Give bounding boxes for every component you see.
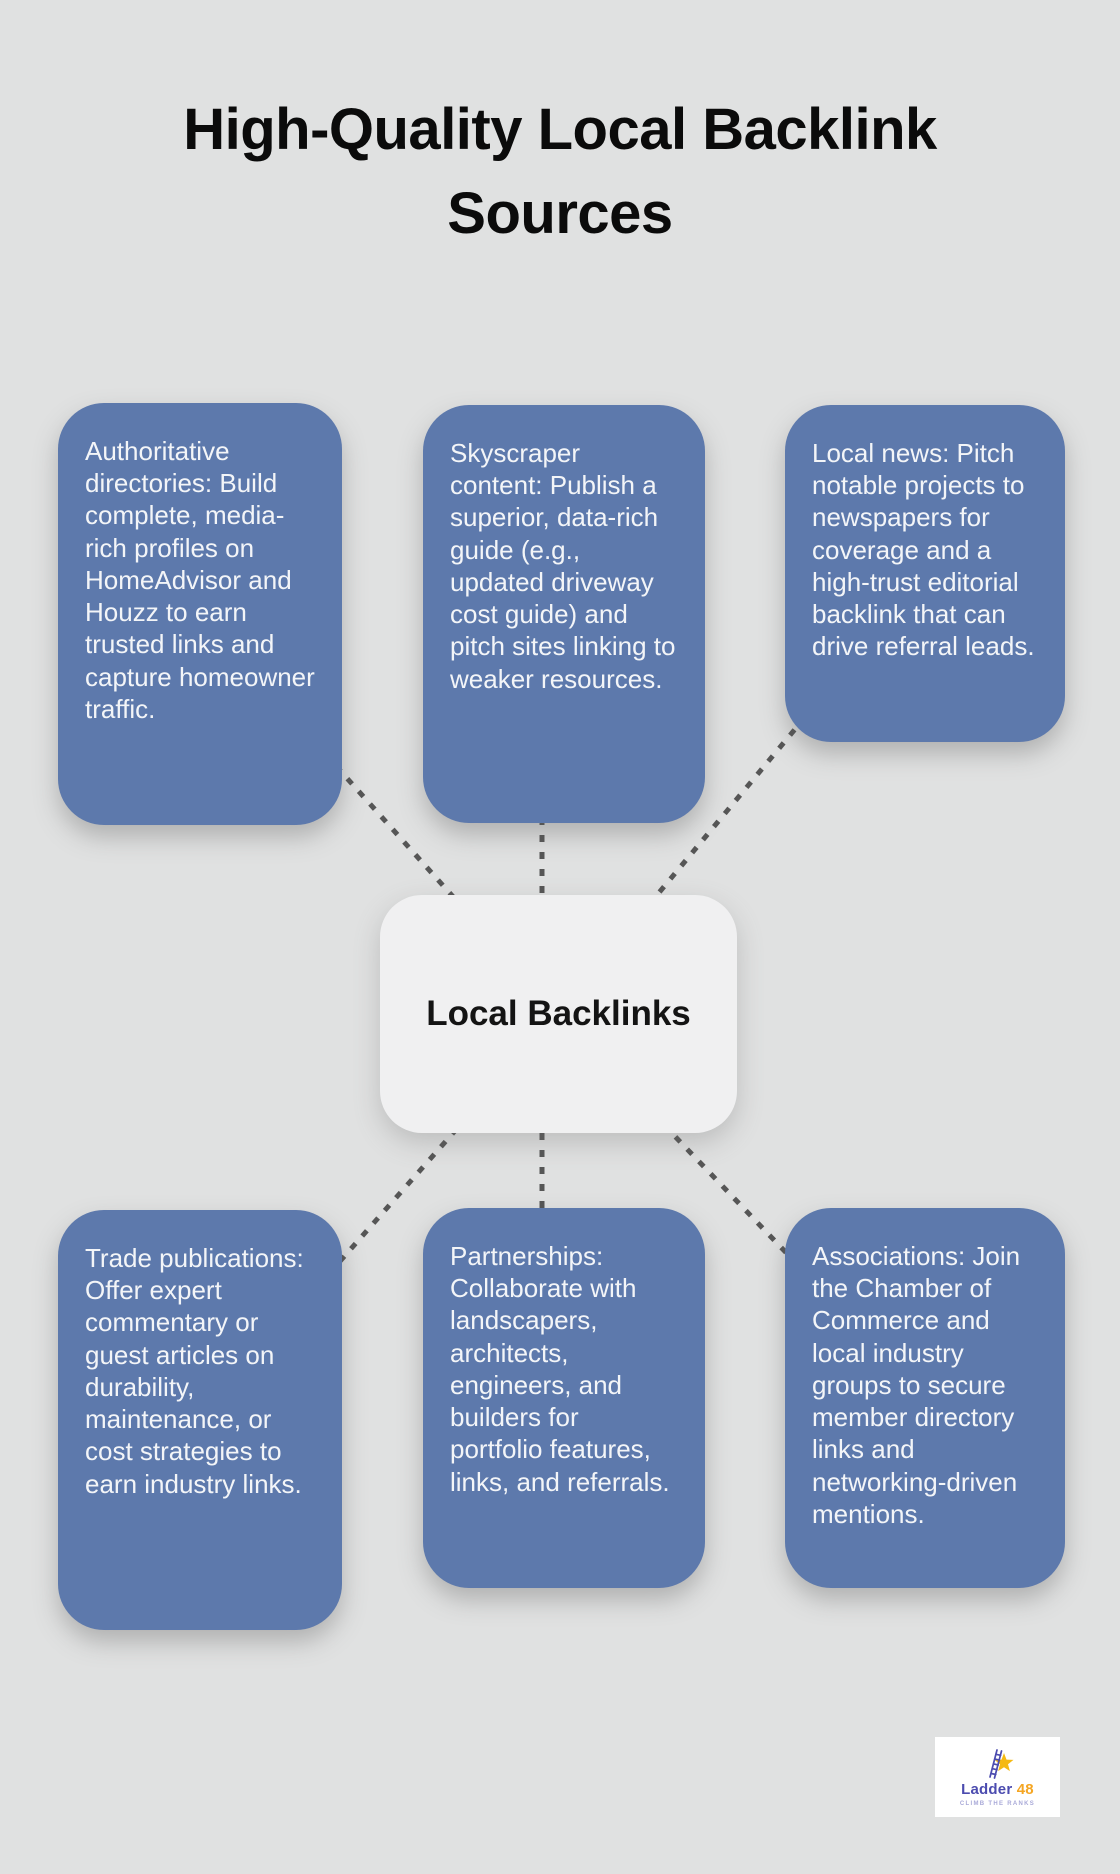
page-title: High-Quality Local Backlink Sources — [0, 88, 1120, 256]
page-title-line1: High-Quality Local Backlink — [183, 97, 937, 162]
node-text: Authoritative directories: Build complet… — [85, 436, 315, 724]
node-text: Local news: Pitch notable projects to ne… — [812, 438, 1035, 662]
node-trade-publications: Trade publications: Offer expert comment… — [58, 1210, 342, 1630]
node-text: Partnerships: Collaborate with landscape… — [450, 1241, 670, 1497]
node-local-backlinks-center: Local Backlinks — [380, 895, 737, 1133]
brand-logo-card: Ladder 48 CLIMB THE RANKS — [935, 1737, 1060, 1817]
node-text: Trade publications: Offer expert comment… — [85, 1243, 304, 1499]
brand-tagline: CLIMB THE RANKS — [959, 1801, 1036, 1807]
ladder-star-icon — [988, 1749, 1013, 1779]
page-title-line2: Sources — [447, 181, 673, 247]
brand-name-primary: Ladder — [961, 1781, 1013, 1798]
brand-name-accent: 48 — [1016, 1781, 1034, 1798]
node-authoritative-directories: Authoritative directories: Build complet… — [58, 403, 342, 825]
node-associations: Associations: Join the Chamber of Commer… — [785, 1208, 1065, 1588]
node-partnerships: Partnerships: Collaborate with landscape… — [423, 1208, 705, 1588]
center-node-label: Local Backlinks — [426, 994, 691, 1033]
brand-name: Ladder 48 — [961, 1782, 1034, 1797]
node-text: Skyscraper content: Publish a superior, … — [450, 438, 676, 694]
node-local-news: Local news: Pitch notable projects to ne… — [785, 405, 1065, 742]
node-skyscraper-content: Skyscraper content: Publish a superior, … — [423, 405, 705, 823]
node-text: Associations: Join the Chamber of Commer… — [812, 1241, 1021, 1529]
